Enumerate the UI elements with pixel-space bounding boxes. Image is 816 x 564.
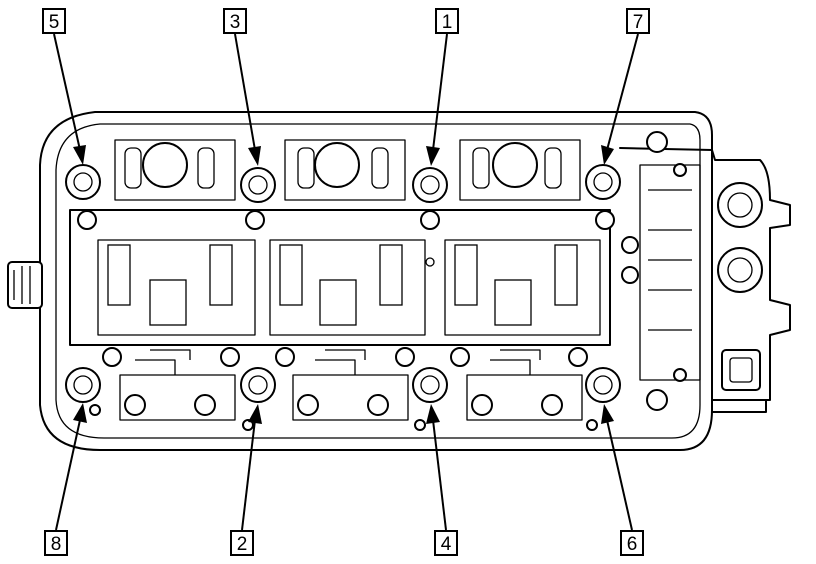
callout-label-2: 2 [230, 404, 262, 556]
callout-text-7: 7 [633, 12, 644, 33]
callout-label-3: 3 [223, 8, 261, 166]
callout-text-1: 1 [442, 12, 453, 33]
callout-text-3: 3 [230, 12, 241, 33]
camshaft-holder [69, 209, 615, 346]
head-bolts [65, 164, 621, 403]
callout-label-1: 1 [426, 8, 459, 166]
cylinder-head-body [7, 111, 713, 451]
lower-rocker-assemblies [89, 347, 598, 431]
callout-label-5: 5 [42, 8, 86, 165]
callout-text-4: 4 [441, 534, 452, 555]
callout-text-8: 8 [51, 534, 62, 555]
head-bolt-4 [412, 367, 448, 403]
head-bolt-1 [412, 167, 448, 203]
head-bolt-2 [240, 367, 276, 403]
callout-text-5: 5 [49, 12, 60, 33]
callout-text-6: 6 [627, 534, 638, 555]
head-bolt-5 [65, 164, 101, 200]
head-bolt-6 [585, 367, 621, 403]
head-bolt-8 [65, 367, 101, 403]
head-bolt-3 [240, 167, 276, 203]
callout-label-7: 7 [601, 8, 650, 165]
head-bolt-7 [585, 164, 621, 200]
callout-label-8: 8 [44, 403, 87, 556]
upper-rocker-assemblies [114, 139, 581, 201]
timing-end-housing [619, 131, 791, 413]
callout-text-2: 2 [237, 534, 248, 555]
callout-label-6: 6 [601, 404, 644, 556]
callout-label-4: 4 [426, 404, 458, 556]
